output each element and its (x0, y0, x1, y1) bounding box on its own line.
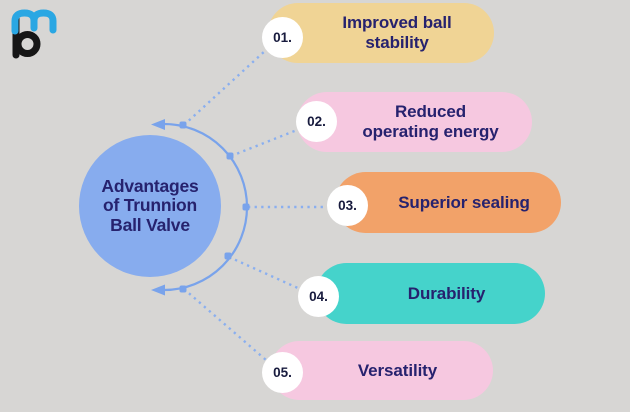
connector-dot-2 (226, 152, 234, 160)
advantage-label: Versatility (357, 360, 438, 380)
advantage-pill-4: Durability (316, 263, 545, 324)
number-badge-2: 02. (296, 101, 337, 142)
arrow-bottom-icon (151, 284, 165, 296)
number-badge-5: 05. (262, 352, 303, 393)
advantage-label: Durability (407, 283, 486, 303)
dotted-line-4 (228, 255, 301, 291)
dotted-line-5 (183, 288, 267, 361)
arrow-top-icon (151, 119, 165, 130)
pm-logo-icon (11, 9, 57, 59)
badge-number: 04. (309, 289, 328, 304)
advantage-pill-3: Superior sealing (335, 172, 561, 233)
badge-number: 01. (273, 30, 292, 45)
advantage-label: Superior sealing (398, 192, 530, 212)
center-topic-circle: Advantages of Trunnion Ball Valve (79, 135, 221, 277)
dotted-line-1 (183, 49, 267, 126)
advantage-label: operating energy (362, 122, 499, 141)
badge-number: 02. (307, 114, 326, 129)
title-line: of Trunnion (102, 195, 197, 216)
number-badge-3: 03. (327, 185, 368, 226)
badge-number: 03. (338, 198, 357, 213)
badge-number: 05. (273, 365, 292, 380)
advantage-pill-1: Improved ball stability (268, 3, 494, 63)
connector-dot-5 (179, 285, 187, 293)
number-badge-1: 01. (262, 17, 303, 58)
title-line: Ball Valve (110, 214, 190, 235)
center-topic-title: Advantages of Trunnion Ball Valve (101, 176, 199, 235)
connector-dot-4 (224, 252, 232, 260)
advantage-label: stability (365, 33, 429, 52)
advantage-label: Reduced (394, 102, 467, 122)
title-line: Advantages (101, 176, 199, 197)
advantage-pill-5: Versatility (270, 341, 493, 400)
connector-dot-1 (179, 121, 187, 129)
dotted-line-2 (230, 128, 298, 158)
connector-dot-3 (242, 203, 250, 211)
advantage-label: Improved ball (342, 13, 452, 33)
number-badge-4: 04. (298, 276, 339, 317)
